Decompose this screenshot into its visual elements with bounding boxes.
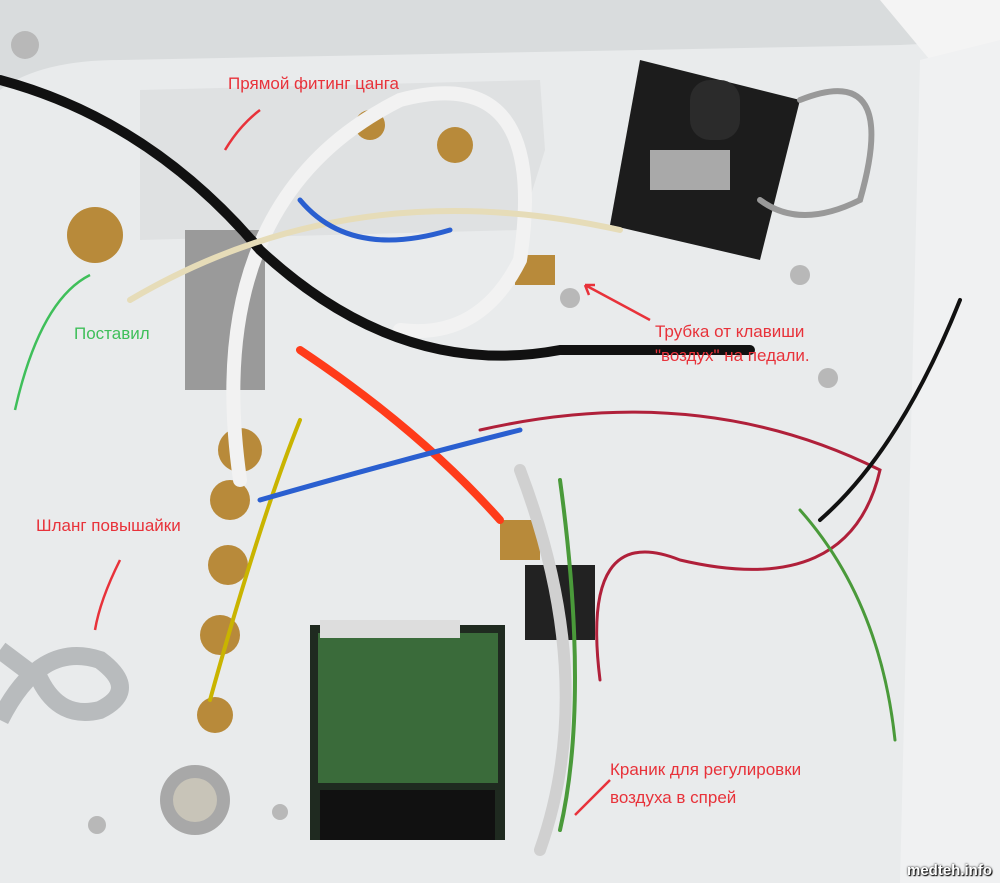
red-arrow-icon [93, 559, 122, 631]
annotation-pedal-tube-line1: Трубка от клавиши [655, 322, 805, 341]
annotation-installed: Поставил [74, 324, 150, 343]
watermark: medteh.info [907, 862, 992, 879]
annotation-valve-line2: воздуха в спрей [610, 788, 737, 807]
booster-hose [0, 642, 129, 725]
screws [11, 31, 838, 834]
annotation-straight-fitting: Прямой фитинг цанга [228, 74, 399, 93]
annotation-pedal-tube-line2: "воздух" на педали. [655, 346, 810, 365]
red-arrow-icon [583, 283, 651, 322]
tubes-and-wires [0, 75, 962, 856]
control-pcb [310, 620, 505, 840]
annotation-booster-hose: Шланг повышайки [36, 516, 181, 535]
red-arrow-icon [574, 779, 611, 816]
red-arrow-icon [223, 109, 261, 151]
brass-fittings [67, 110, 555, 733]
green-arrow-icon [13, 273, 91, 411]
power-supply-board [610, 60, 800, 260]
annotation-valve-line1: Краник для регулировки [610, 760, 802, 779]
